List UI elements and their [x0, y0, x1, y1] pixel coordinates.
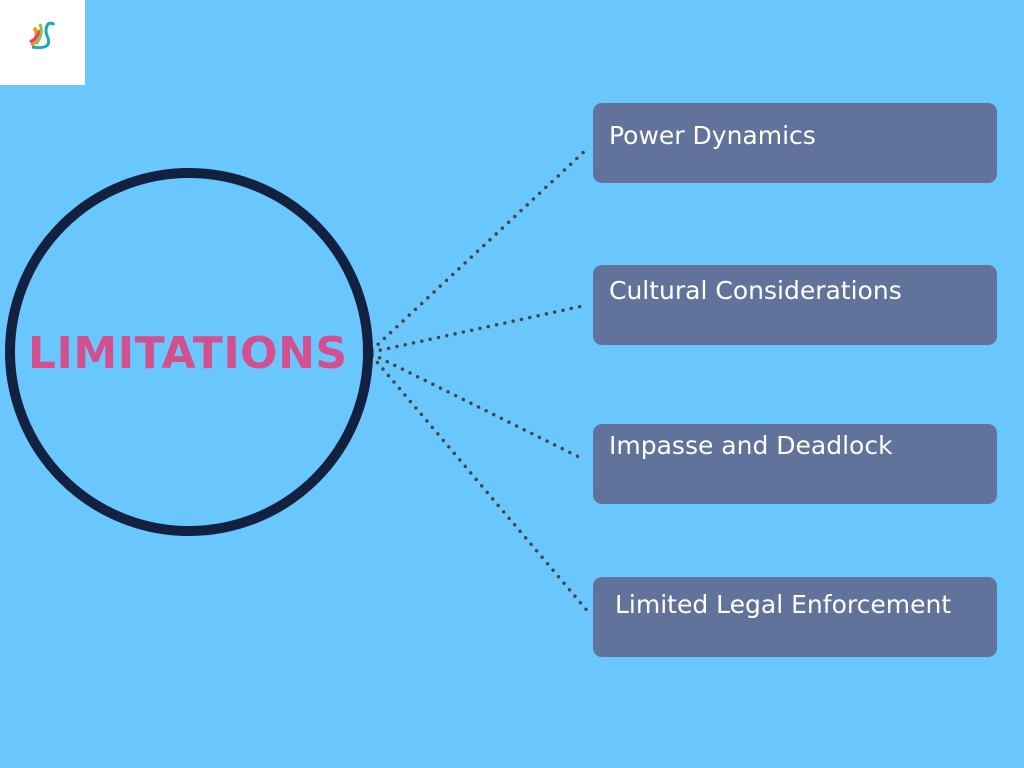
item-cultural-considerations: Cultural Considerations	[593, 265, 997, 345]
connector-cultural-considerations	[370, 303, 589, 354]
center-circle	[5, 168, 373, 536]
item-impasse-deadlock: Impasse and Deadlock	[593, 424, 997, 504]
logo	[0, 0, 85, 85]
connector-impasse-deadlock	[370, 352, 587, 462]
swan-logo-icon	[29, 21, 56, 50]
item-limited-legal-enforcement: Limited Legal Enforcement	[593, 577, 997, 657]
item-power-dynamics: Power Dynamics	[593, 103, 997, 183]
connector-power-dynamics	[370, 146, 590, 352]
item-label: Power Dynamics	[609, 121, 816, 150]
item-label: Limited Legal Enforcement	[615, 590, 952, 619]
item-label: Cultural Considerations	[609, 276, 902, 305]
item-label: Impasse and Deadlock	[609, 431, 893, 460]
center-title: LIMITATIONS	[28, 328, 348, 379]
connector-limited-legal-enforcement	[370, 354, 592, 616]
